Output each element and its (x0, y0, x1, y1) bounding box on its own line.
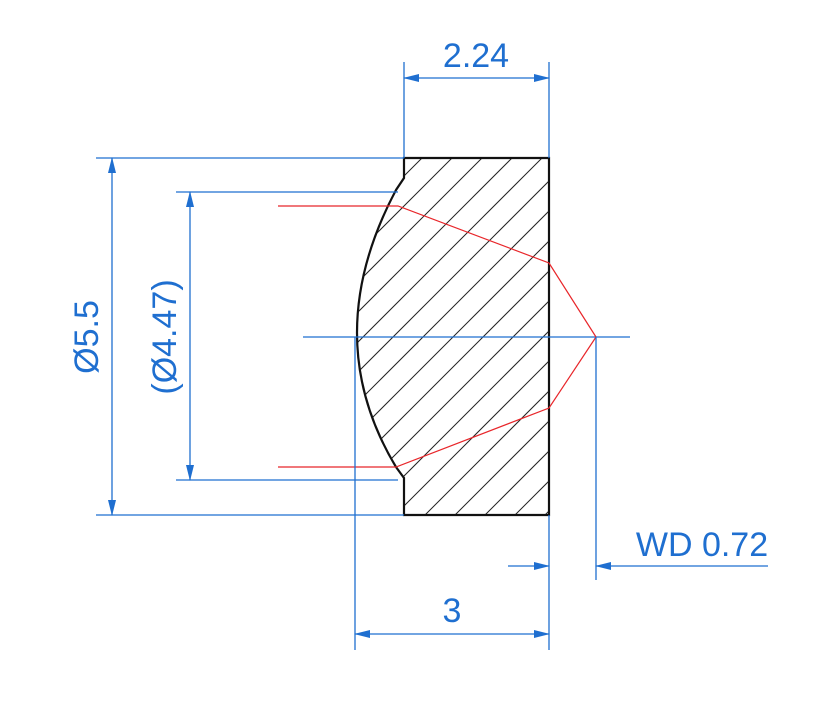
hatch-line (379, 158, 549, 515)
hatch-line (357, 158, 549, 515)
ray-upper (278, 205, 597, 338)
hatch-line (357, 158, 391, 515)
hatch-line (439, 158, 549, 515)
hatch-line (357, 158, 511, 515)
hatch-line (529, 158, 549, 515)
dimension-label-outer-diameter: Ø5.5 (68, 300, 106, 374)
hatch-line (357, 158, 549, 515)
hatch-line (357, 158, 549, 515)
dimension-label-aperture: (Ø4.47) (146, 279, 184, 394)
hatch-line (357, 158, 549, 515)
ray-lower (278, 336, 597, 468)
hatch-line (357, 158, 549, 515)
hatch-line (409, 158, 549, 515)
hatch-line (357, 158, 549, 515)
hatch-line (357, 158, 549, 515)
dimension-label-total-length: 3 (443, 592, 462, 630)
dimension-label-working-distance: WD 0.72 (636, 526, 768, 564)
hatch-line (357, 158, 549, 515)
lens-outline (355, 156, 551, 517)
dimension-label-top: 2.24 (443, 37, 509, 75)
hatch-line (357, 158, 541, 515)
lens-hatching (357, 158, 549, 515)
hatch-line (469, 158, 549, 515)
